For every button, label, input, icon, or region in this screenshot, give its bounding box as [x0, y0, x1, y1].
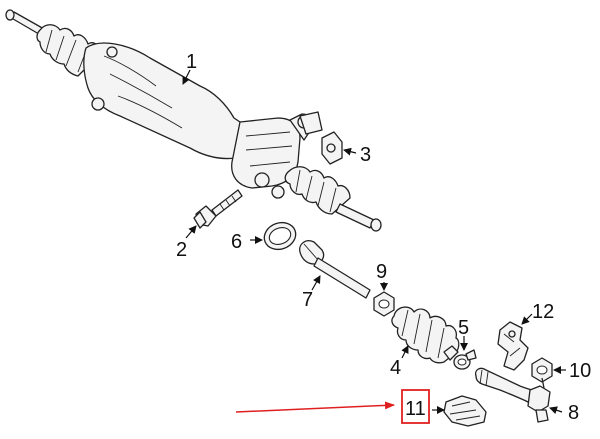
callout-label-7: 7 [302, 289, 313, 311]
boot-clamp-part [453, 349, 477, 370]
rack-boot-part [391, 306, 460, 364]
castle-nut-part [531, 357, 553, 383]
callout-label-10: 10 [569, 360, 591, 382]
callout-label-2: 2 [176, 239, 187, 261]
steering-rack-part [5, 9, 382, 232]
callout-labels: 1 2 3 4 5 6 7 8 9 10 11 12 [176, 51, 591, 424]
callout-label-12: 12 [532, 301, 554, 323]
callout-label-3: 3 [360, 144, 371, 166]
callout-label-6: 6 [231, 231, 242, 253]
callout-label-1: 1 [186, 51, 197, 73]
callout-label-4: 4 [390, 357, 401, 379]
highlight-box [401, 389, 430, 424]
callout-label-9: 9 [376, 261, 387, 283]
callout-label-11: 11 [405, 398, 426, 420]
heat-shield-part [443, 395, 487, 427]
inner-tie-rod-part [299, 240, 371, 299]
outer-tie-rod-end-part [474, 367, 551, 423]
jam-nut-part [373, 291, 395, 317]
highlight-pointer [235, 389, 430, 424]
o-ring-part [263, 221, 297, 251]
mounting-bolt-part [193, 189, 243, 229]
callout-label-8: 8 [568, 402, 579, 424]
bracket-part [497, 321, 529, 371]
bushing-part [321, 131, 343, 165]
leader-lines [182, 69, 566, 415]
callout-label-5: 5 [458, 317, 469, 339]
